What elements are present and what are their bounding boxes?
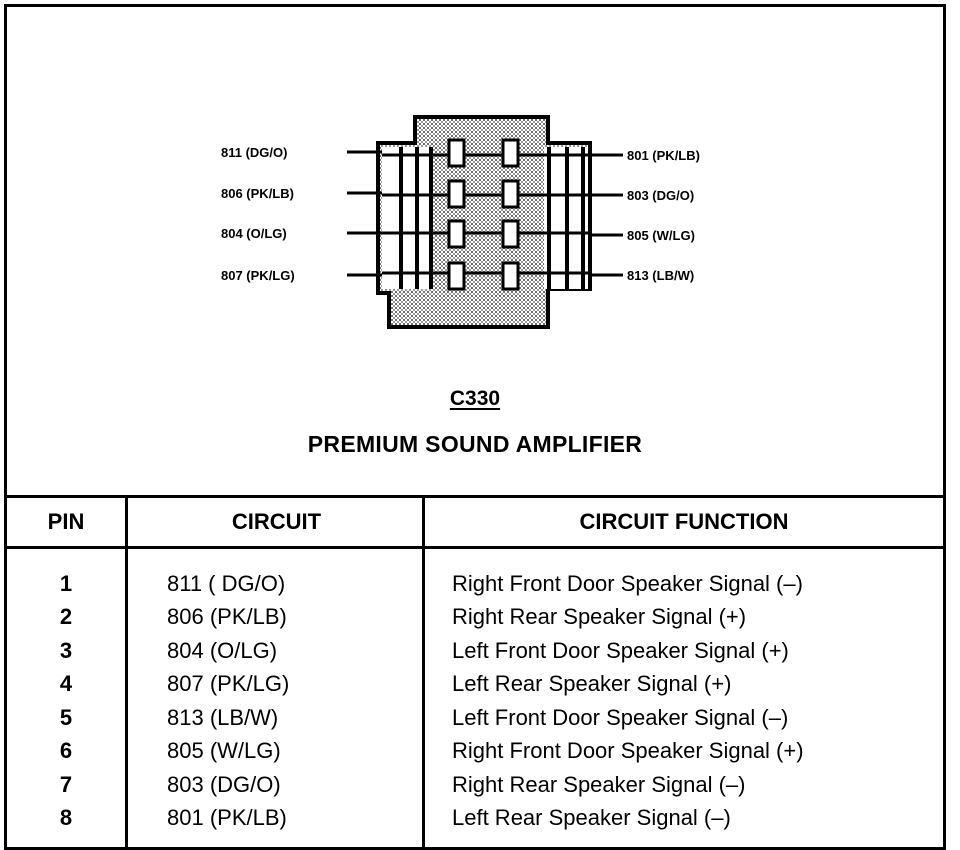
cavity-8 xyxy=(501,138,520,168)
connector-id: C330 xyxy=(449,387,501,410)
pin-number: 1 xyxy=(59,571,73,596)
circuit-function: Left Rear Speaker Signal (–) xyxy=(452,805,731,830)
left-ribs xyxy=(399,147,433,289)
left-rib-block xyxy=(382,147,430,289)
wire-label-right-3: 805 (W/LG) xyxy=(627,228,695,243)
circuit-number: 805 (W/LG) xyxy=(167,738,281,763)
circuit-function: Left Rear Speaker Signal (+) xyxy=(452,671,732,696)
table-row: 6 805 (W/LG) Right Front Door Speaker Si… xyxy=(7,734,943,767)
wire-label-right-1: 801 (PK/LB) xyxy=(627,148,700,163)
pin-number: 3 xyxy=(59,638,73,663)
wire-label-left-1: 811 (DG/O) xyxy=(221,145,288,160)
pin-number: 7 xyxy=(59,772,73,797)
table-row: 5 813 (LB/W) Left Front Door Speaker Sig… xyxy=(7,701,943,734)
cavity-3 xyxy=(447,219,466,249)
wire-label-right-2: 803 (DG/O) xyxy=(627,188,695,203)
cavity-6 xyxy=(501,219,520,249)
pin-table-header: PIN CIRCUIT CIRCUIT FUNCTION xyxy=(7,495,943,549)
pin-number: 6 xyxy=(59,738,73,763)
circuit-number: 813 (LB/W) xyxy=(167,705,279,730)
connector-chart-frame: 811 (DG/O) 806 (PK/LB) 804 (O/LG) 807 (P… xyxy=(4,4,946,850)
cavity-1 xyxy=(447,138,466,168)
connector-diagram: 811 (DG/O) 806 (PK/LB) 804 (O/LG) 807 (P… xyxy=(7,7,943,495)
table-row: 8 801 (PK/LB) Left Rear Speaker Signal (… xyxy=(7,801,943,834)
pin-number: 4 xyxy=(59,671,73,696)
column-divider-2 xyxy=(422,495,425,847)
pin-table-body: 1 811 ( DG/O) Right Front Door Speaker S… xyxy=(7,549,943,847)
circuit-number: 801 (PK/LB) xyxy=(167,805,287,830)
circuit-number: 803 (DG/O) xyxy=(167,772,281,797)
terminal-cavities xyxy=(447,138,520,291)
wire-label-right-4: 813 (LB/W) xyxy=(627,268,695,283)
wire-label-left-4: 807 (PK/LG) xyxy=(221,268,295,283)
circuit-function: Left Front Door Speaker Signal (+) xyxy=(452,638,789,663)
connector-name: PREMIUM SOUND AMPLIFIER xyxy=(307,431,643,457)
cross-bars xyxy=(382,153,590,275)
circuit-function: Left Front Door Speaker Signal (–) xyxy=(452,705,789,730)
table-row: 4 807 (PK/LG) Left Rear Speaker Signal (… xyxy=(7,667,943,700)
table-row: 7 803 (DG/O) Right Rear Speaker Signal (… xyxy=(7,768,943,801)
circuit-number: 806 (PK/LB) xyxy=(167,604,287,629)
cavity-2 xyxy=(447,179,466,209)
circuit-function: Right Front Door Speaker Signal (–) xyxy=(452,571,803,596)
table-row: 2 806 (PK/LB) Right Rear Speaker Signal … xyxy=(7,600,943,633)
connector-face-drawing xyxy=(347,115,623,329)
connector-id-wrap: C330 xyxy=(7,387,943,411)
circuit-function: Right Rear Speaker Signal (–) xyxy=(452,772,746,797)
circuit-function: Right Front Door Speaker Signal (+) xyxy=(452,738,804,763)
cavity-5 xyxy=(501,261,520,291)
circuit-number: 811 ( DG/O) xyxy=(167,571,286,596)
header-function: CIRCUIT FUNCTION xyxy=(579,509,789,534)
cavity-4 xyxy=(447,261,466,291)
pin-number: 5 xyxy=(59,705,73,730)
pin-number: 2 xyxy=(59,604,73,629)
wire-label-left-3: 804 (O/LG) xyxy=(221,226,287,241)
cavity-7 xyxy=(501,179,520,209)
table-row: 1 811 ( DG/O) Right Front Door Speaker S… xyxy=(7,567,943,600)
circuit-function: Right Rear Speaker Signal (+) xyxy=(452,604,747,629)
pin-number: 8 xyxy=(59,805,73,830)
right-ribs xyxy=(547,147,585,289)
circuit-number: 804 (O/LG) xyxy=(167,638,278,663)
table-row: 3 804 (O/LG) Left Front Door Speaker Sig… xyxy=(7,634,943,667)
header-circuit: CIRCUIT xyxy=(231,509,322,534)
circuit-number: 807 (PK/LG) xyxy=(167,671,290,696)
lead-lines xyxy=(347,150,623,277)
header-pin: PIN xyxy=(47,509,85,534)
wire-label-left-2: 806 (PK/LB) xyxy=(221,186,294,201)
column-divider-1 xyxy=(125,495,128,847)
